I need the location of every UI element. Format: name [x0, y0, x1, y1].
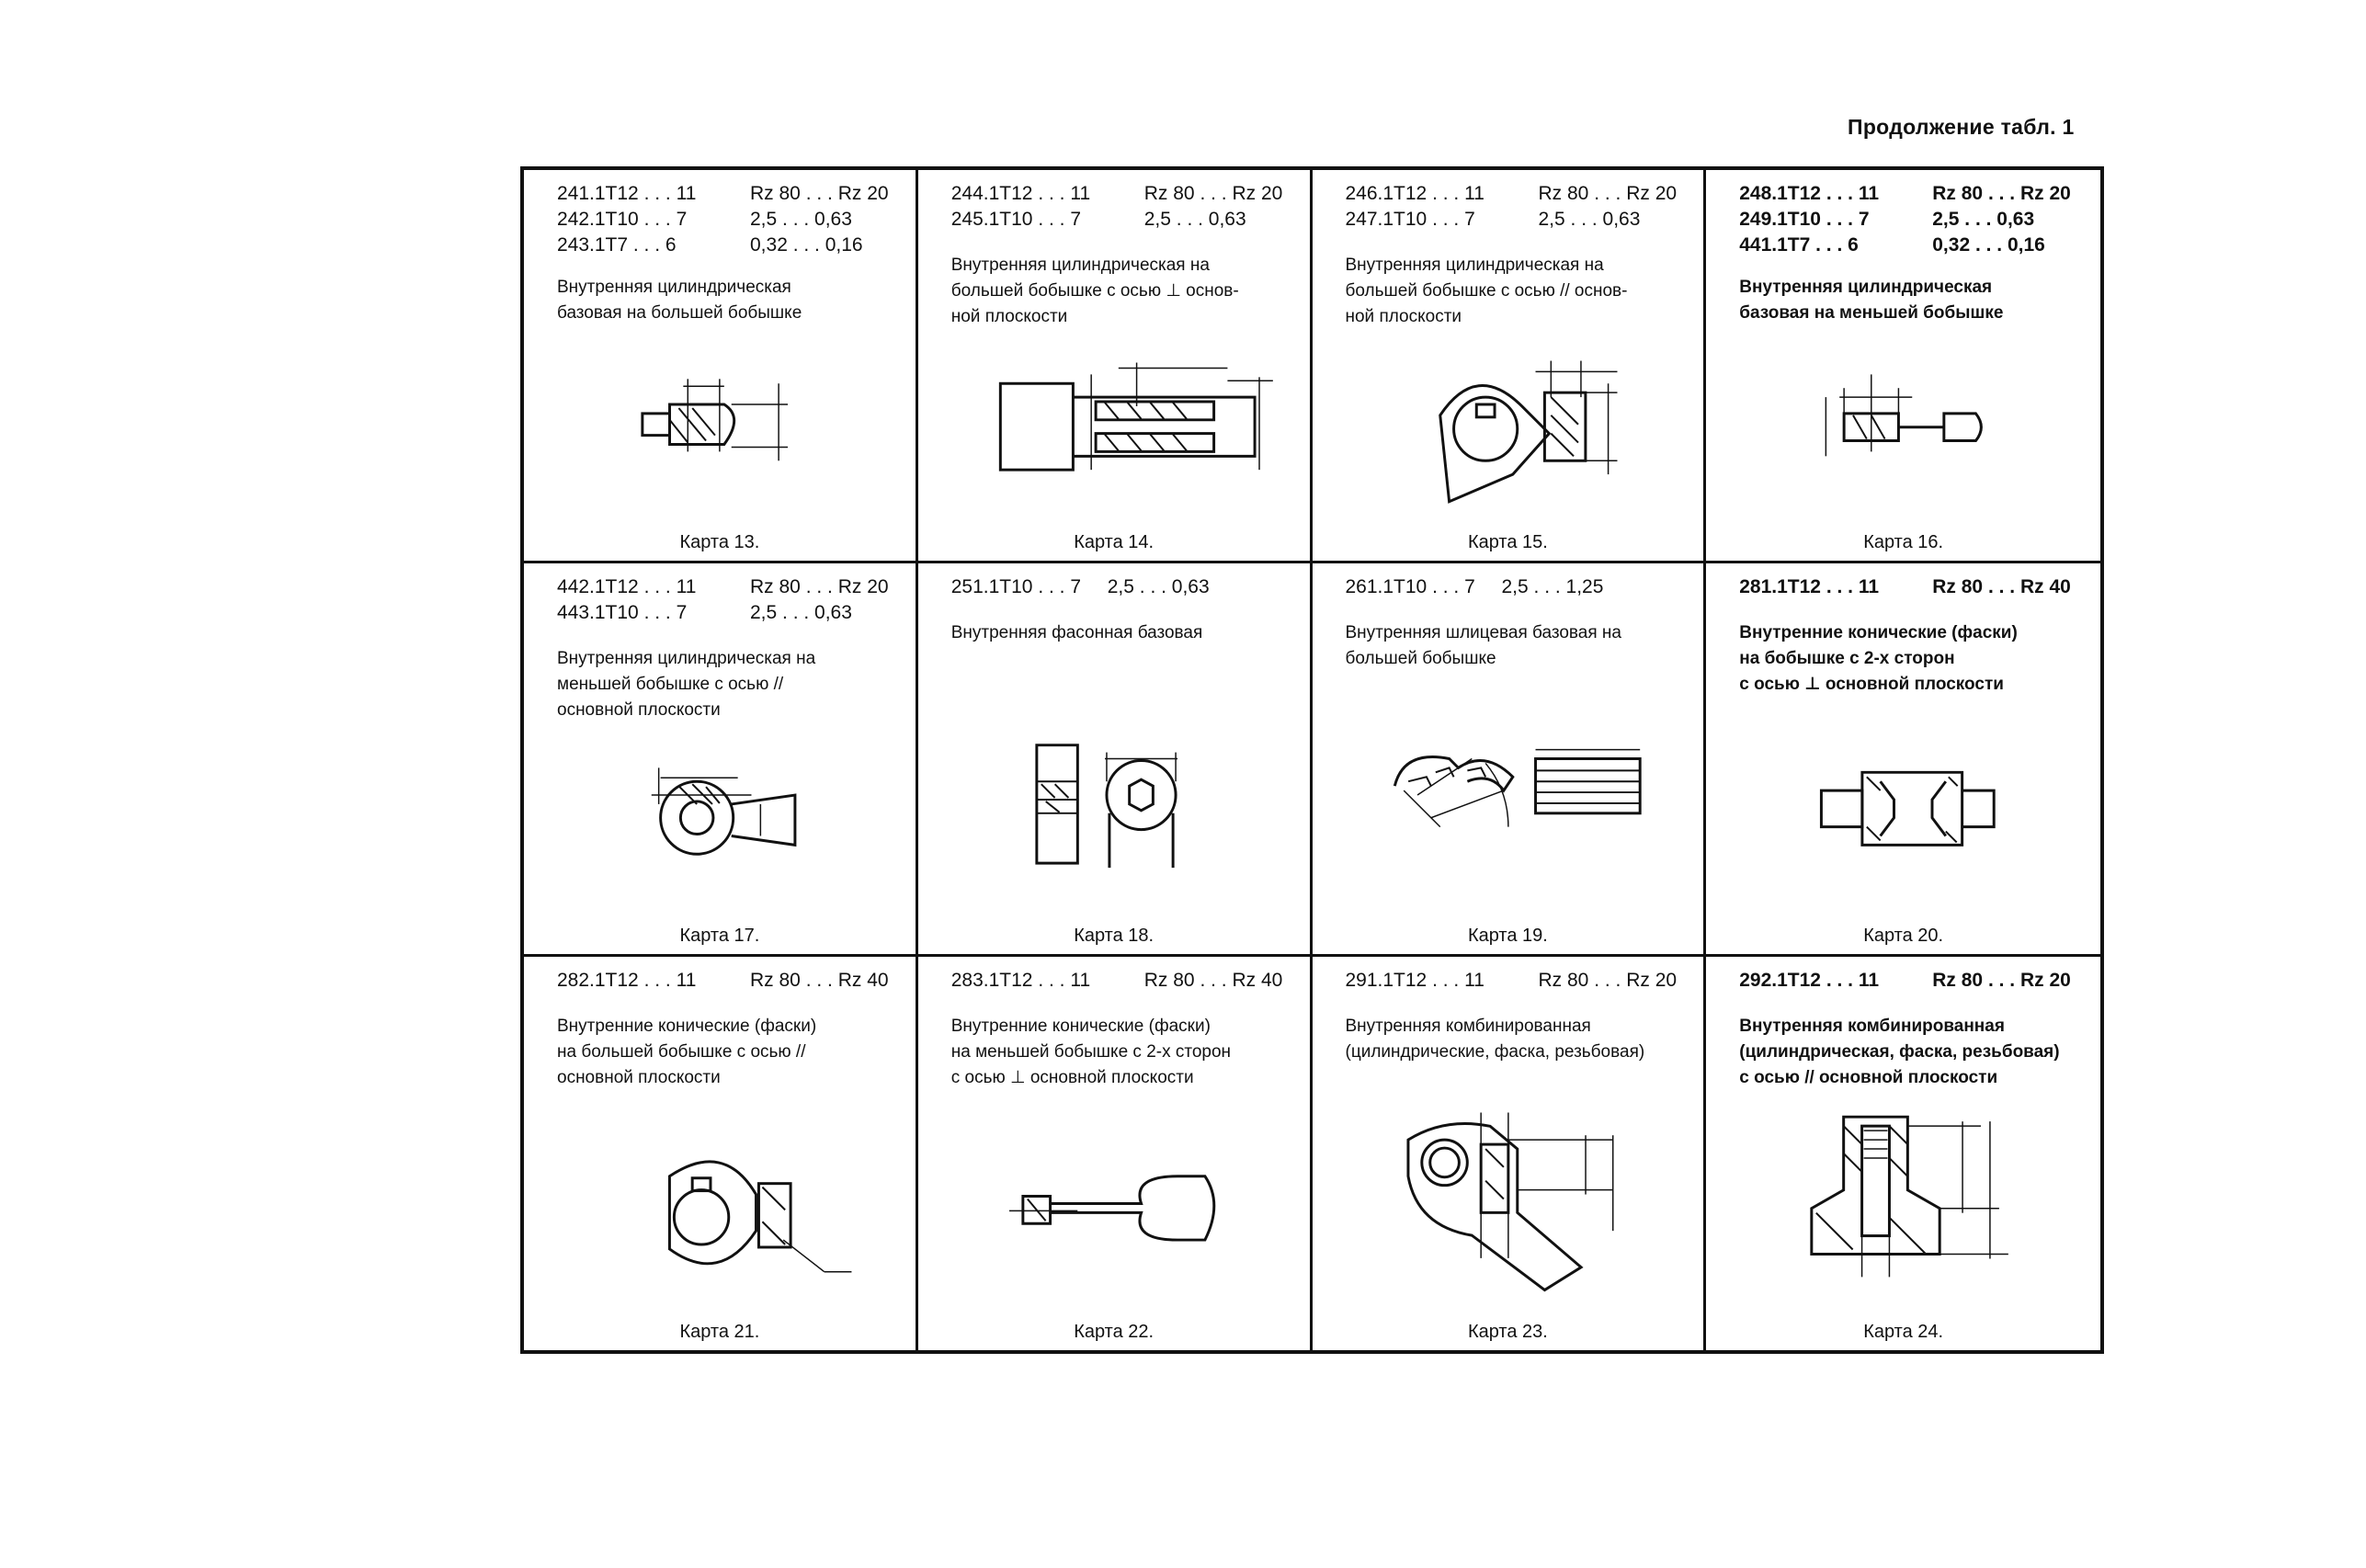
- card-description: Внутренняя цилиндрическая на большей боб…: [1345, 256, 1628, 326]
- operations-table: 241.1Т12 . . . 11 Rz 80 . . . Rz 20 242.1…: [520, 166, 2104, 1354]
- roughness-range: 2,5 . . . 0,63: [1143, 209, 1246, 230]
- card-codes: 282.1Т12 . . . 11 Rz 80 . . . Rz 40: [557, 968, 906, 994]
- card-description: Внутренние конические (фаски) на бобышке…: [1739, 623, 2018, 694]
- roughness-range: 0,32 . . . 0,16: [750, 234, 863, 256]
- card-21: 282.1Т12 . . . 11 Rz 80 . . . Rz 40 Внутр…: [524, 957, 918, 1350]
- operation-code: 291.1Т12 . . . 11: [1345, 970, 1484, 991]
- card-13: 241.1Т12 . . . 11 Rz 80 . . . Rz 20 242.1…: [524, 170, 918, 563]
- card-codes: 261.1Т10 . . . 7 2,5 . . . 1,25: [1346, 574, 1695, 600]
- operation-code: 282.1Т12 . . . 11: [557, 970, 697, 991]
- card-15: 246.1Т12 . . . 11 Rz 80 . . . Rz 20 247.1…: [1312, 170, 1707, 563]
- card-codes: 246.1Т12 . . . 11 Rz 80 . . . Rz 20 247.1…: [1346, 181, 1695, 233]
- card-caption: Карта 22.: [1074, 1322, 1155, 1342]
- operation-code: 281.1Т12 . . . 11: [1739, 576, 1880, 597]
- card-19: 261.1Т10 . . . 7 2,5 . . . 1,25 Внутрення…: [1312, 563, 1707, 957]
- card-description: Внутренняя цилиндрическая базовая на бол…: [557, 278, 802, 323]
- card-codes: 292.1Т12 . . . 11 Rz 80 . . . Rz 20: [1739, 968, 2091, 994]
- card-description: Внутренняя цилиндрическая базовая на мен…: [1739, 278, 2004, 323]
- card-codes: 283.1Т12 . . . 11 Rz 80 . . . Rz 40: [951, 968, 1301, 994]
- operation-code: 244.1Т12 . . . 11: [950, 183, 1091, 204]
- card-17: 442.1Т12 . . . 11 Rz 80 . . . Rz 20 443.1…: [524, 563, 918, 957]
- operation-code: 246.1Т12 . . . 11: [1345, 183, 1484, 204]
- card-caption: Карта 24.: [1863, 1322, 1944, 1342]
- operation-code: 441.1Т7 . . . 6: [1739, 234, 1859, 256]
- card-description: Внутренняя шлицевая базовая на большей б…: [1345, 623, 1621, 668]
- roughness-range: 2,5 . . . 0,63: [1932, 209, 2035, 230]
- operation-code: 442.1Т12 . . . 11: [557, 576, 697, 597]
- card-codes: 281.1Т12 . . . 11 Rz 80 . . . Rz 40: [1739, 574, 2091, 600]
- operation-code: 248.1Т12 . . . 11: [1739, 183, 1880, 204]
- operation-code: 251.1Т10 . . . 7: [950, 576, 1082, 597]
- roughness-range: Rz 80 . . . Rz 40: [750, 970, 889, 991]
- card-24: 292.1Т12 . . . 11 Rz 80 . . . Rz 20 Внутр…: [1706, 957, 2100, 1350]
- card-22: 283.1Т12 . . . 11 Rz 80 . . . Rz 40 Внутр…: [918, 957, 1313, 1350]
- card-description: Внутренняя фасонная базовая: [950, 623, 1203, 642]
- card-description: Внутренние конические (фаски) на большей…: [557, 1017, 817, 1087]
- roughness-range: 2,5 . . . 0,63: [750, 602, 852, 623]
- card-caption: Карта 23.: [1467, 1322, 1548, 1342]
- roughness-range: Rz 80 . . . Rz 20: [1932, 970, 2071, 991]
- card-caption: Карта 16.: [1863, 532, 1944, 552]
- card-caption: Карта 21.: [679, 1322, 760, 1342]
- roughness-range: Rz 80 . . . Rz 20: [1538, 183, 1678, 204]
- card-description: Внутренняя цилиндрическая на меньшей боб…: [557, 649, 816, 720]
- operation-code: 241.1Т12 . . . 11: [557, 183, 697, 204]
- card-18: 251.1Т10 . . . 7 2,5 . . . 0,63 Внутрення…: [917, 563, 1313, 957]
- card-16: 248.1Т12 . . . 11 Rz 80 . . . Rz 20 249.1…: [1706, 170, 2100, 563]
- roughness-range: 2,5 . . . 1,25: [1501, 576, 1604, 597]
- operation-code: 261.1Т10 . . . 7: [1345, 576, 1475, 597]
- operation-code: 242.1Т10 . . . 7: [557, 209, 688, 230]
- card-20: 281.1Т12 . . . 11 Rz 80 . . . Rz 40 Внутр…: [1706, 563, 2100, 957]
- card-caption: Карта 19.: [1467, 926, 1548, 946]
- operation-code: 245.1Т10 . . . 7: [950, 209, 1082, 230]
- card-codes: 241.1Т12 . . . 11 Rz 80 . . . Rz 20 242.1…: [557, 181, 906, 258]
- card-caption: Карта 17.: [679, 926, 760, 946]
- roughness-range: 2,5 . . . 0,63: [1538, 209, 1641, 230]
- card-codes: 291.1Т12 . . . 11 Rz 80 . . . Rz 20: [1346, 968, 1695, 994]
- roughness-range: Rz 80 . . . Rz 40: [1932, 576, 2071, 597]
- card-codes: 442.1Т12 . . . 11 Rz 80 . . . Rz 20 443.1…: [557, 574, 906, 626]
- table-continuation-label: Продолжение табл. 1: [1848, 115, 2075, 139]
- card-codes: 244.1Т12 . . . 11 Rz 80 . . . Rz 20 245.1…: [951, 181, 1301, 233]
- operation-code: 283.1Т12 . . . 11: [950, 970, 1091, 991]
- roughness-range: Rz 80 . . . Rz 20: [1538, 970, 1678, 991]
- roughness-range: Rz 80 . . . Rz 20: [750, 576, 889, 597]
- roughness-range: 0,32 . . . 0,16: [1932, 234, 2045, 256]
- operation-code: 443.1Т10 . . . 7: [557, 602, 688, 623]
- card-caption: Карта 14.: [1074, 532, 1155, 552]
- card-codes: 251.1Т10 . . . 7 2,5 . . . 0,63: [951, 574, 1301, 600]
- card-caption: Карта 20.: [1863, 926, 1944, 946]
- operation-code: 292.1Т12 . . . 11: [1739, 970, 1880, 991]
- card-caption: Карта 18.: [1074, 926, 1155, 946]
- roughness-range: Rz 80 . . . Rz 20: [1932, 183, 2071, 204]
- card-description: Внутренняя комбинированная (цилиндрическ…: [1345, 1017, 1645, 1062]
- roughness-range: 2,5 . . . 0,63: [1107, 576, 1210, 597]
- card-23: 291.1Т12 . . . 11 Rz 80 . . . Rz 20 Внутр…: [1313, 957, 1707, 1350]
- card-description: Внутренние конические (фаски) на меньшей…: [950, 1017, 1232, 1087]
- roughness-range: Rz 80 . . . Rz 40: [1143, 970, 1283, 991]
- roughness-range: Rz 80 . . . Rz 20: [1143, 183, 1283, 204]
- card-caption: Карта 13.: [679, 532, 760, 552]
- roughness-range: 2,5 . . . 0,63: [750, 209, 852, 230]
- card-description: Внутренняя комбинированная (цилиндрическ…: [1739, 1017, 2060, 1087]
- operation-code: 243.1Т7 . . . 6: [557, 234, 677, 256]
- operation-code: 247.1Т10 . . . 7: [1345, 209, 1475, 230]
- card-codes: 248.1Т12 . . . 11 Rz 80 . . . Rz 20 249.1…: [1739, 181, 2091, 258]
- card-description: Внутренняя цилиндрическая на большей боб…: [950, 256, 1239, 326]
- card-14: 244.1Т12 . . . 11 Rz 80 . . . Rz 20 245.1…: [917, 170, 1313, 563]
- roughness-range: Rz 80 . . . Rz 20: [750, 183, 889, 204]
- card-caption: Карта 15.: [1467, 532, 1548, 552]
- operation-code: 249.1Т10 . . . 7: [1739, 209, 1870, 230]
